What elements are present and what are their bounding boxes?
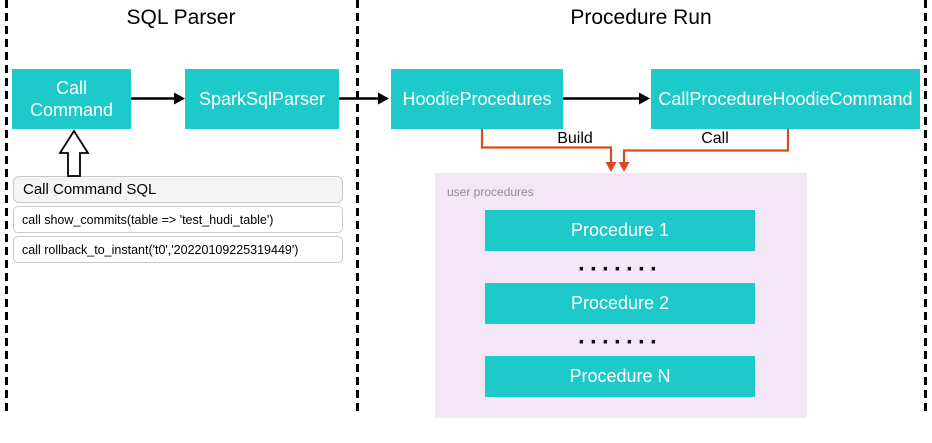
sql-row-rollback: call rollback_to_instant('t0','202201092… xyxy=(13,236,343,263)
sql-parser-section-title: SQL Parser xyxy=(126,6,236,29)
hoodie-procedures-node: HoodieProcedures xyxy=(391,69,563,129)
call-edge-label: Call xyxy=(701,130,729,147)
procedure-1-node: Procedure 1 xyxy=(485,210,755,251)
call-command-line2: Command xyxy=(29,100,114,120)
arrow-sparksqlparser-to-hoodieprocedures xyxy=(339,92,389,105)
arrow-hoodieprocedures-to-callprocedure xyxy=(563,92,650,105)
sql-panel-header: Call Command SQL xyxy=(13,176,343,203)
middle-dashed-divider xyxy=(356,0,359,413)
ellipsis-dots-1: ······· xyxy=(578,256,662,283)
spark-sql-parser-node: SparkSqlParser xyxy=(185,69,339,129)
procedure-2-node: Procedure 2 xyxy=(485,283,755,324)
call-procedure-hoodie-command-node: CallProcedureHoodieCommand xyxy=(651,69,920,129)
arrow-callcommand-to-sparksqlparser xyxy=(131,92,185,105)
call-command-line1: Call xyxy=(55,78,87,98)
user-procedures-label: user procedures xyxy=(447,185,534,199)
hollow-up-arrow-icon xyxy=(58,129,90,177)
build-edge-label: Build xyxy=(557,130,593,147)
call-command-node: Call Command xyxy=(12,69,131,129)
sql-row-show-commits: call show_commits(table => 'test_hudi_ta… xyxy=(13,206,343,233)
ellipsis-dots-2: ······· xyxy=(578,329,662,356)
left-dashed-divider xyxy=(5,0,8,413)
procedure-run-section-title: Procedure Run xyxy=(570,6,712,29)
procedure-n-node: Procedure N xyxy=(485,356,755,397)
right-dashed-divider xyxy=(924,0,927,413)
